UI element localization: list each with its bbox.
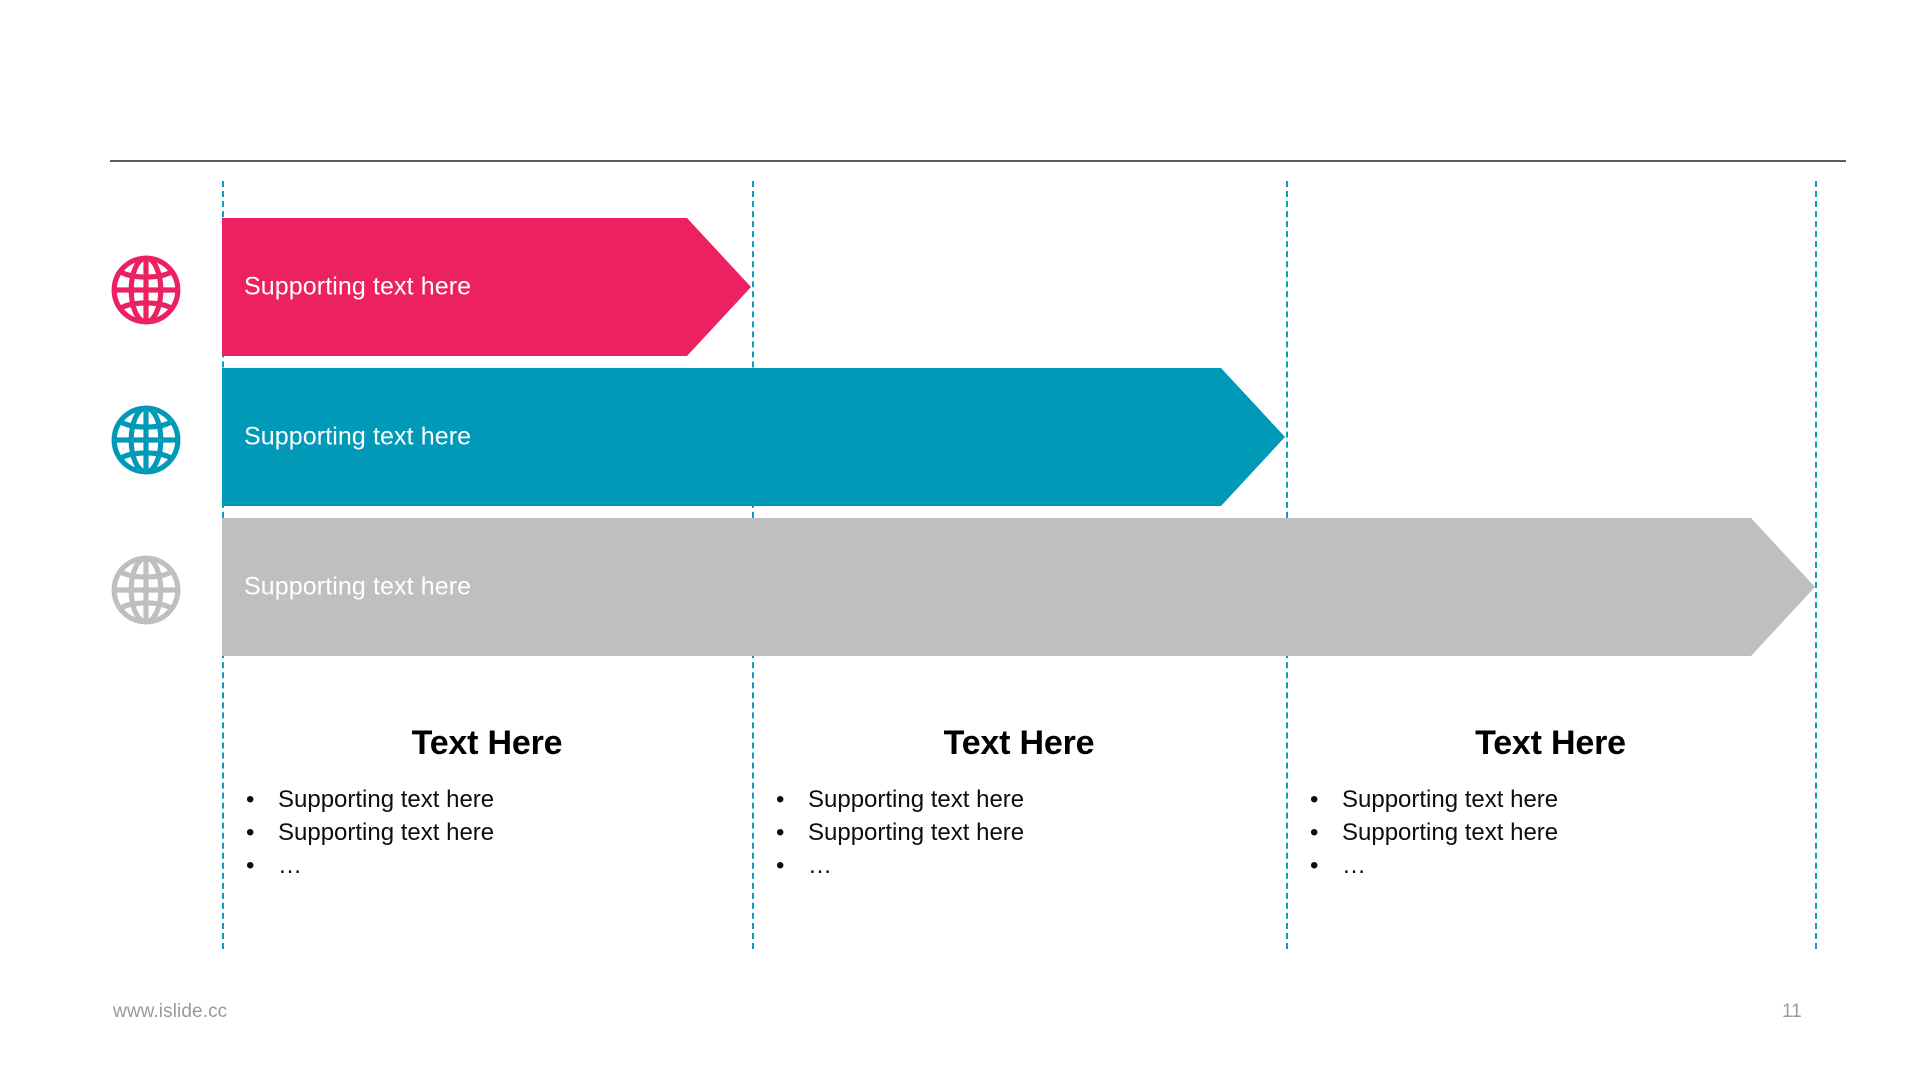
arrow-bar-1-label: Supporting text here xyxy=(244,272,472,301)
header-divider xyxy=(110,160,1846,162)
list-item-label: Supporting text here xyxy=(808,819,1025,847)
list-item: • Supporting text here xyxy=(752,817,1286,850)
column-1: Text Here • Supporting text here • Support… xyxy=(222,724,752,883)
list-item-label: Supporting text here xyxy=(278,819,495,847)
bullet-dot: • xyxy=(246,852,255,880)
bullet-dot: • xyxy=(1310,819,1319,847)
footer-url[interactable]: www.islide.cc xyxy=(113,1001,228,1022)
arrow-bar-3-label: Supporting text here xyxy=(244,572,472,601)
list-item-label: … xyxy=(1342,852,1366,880)
globe-icon xyxy=(109,253,183,327)
column-2-title: Text Here xyxy=(943,724,1095,762)
arrow-bar-2-label: Supporting text here xyxy=(244,422,472,451)
list-item: •… xyxy=(222,850,752,883)
globe-icon xyxy=(109,553,183,627)
arrow-bar-2[interactable]: Supporting text here xyxy=(222,368,1285,506)
list-item: •… xyxy=(752,850,1286,883)
list-item-label: Supporting text here xyxy=(1342,786,1559,814)
globe-icon xyxy=(109,403,183,477)
column-3-title: Text Here xyxy=(1475,724,1626,762)
bullet-dot: • xyxy=(246,786,255,814)
column-1-title: Text Here xyxy=(411,724,563,762)
guide-line-4 xyxy=(1815,181,1817,949)
bullet-dot: • xyxy=(776,786,785,814)
bullet-dot: • xyxy=(246,819,255,847)
bullet-dot: • xyxy=(776,819,785,847)
list-item: •… xyxy=(1286,850,1815,883)
column-2: Text Here • Supporting text here • Support… xyxy=(752,724,1286,883)
list-item: • Supporting text here xyxy=(1286,784,1815,817)
arrow-bar-3[interactable]: Supporting text here xyxy=(222,518,1815,656)
list-item-label: Supporting text here xyxy=(808,786,1025,814)
list-item: • Supporting text here xyxy=(752,784,1286,817)
list-item-label: Supporting text here xyxy=(1342,819,1559,847)
arrow-bar-1[interactable]: Supporting text here xyxy=(222,218,751,356)
list-item-label: … xyxy=(808,852,832,880)
list-item-label: Supporting text here xyxy=(278,786,495,814)
page-number: 11 xyxy=(1782,1001,1802,1022)
list-item-label: … xyxy=(278,852,302,880)
list-item: • Supporting text here xyxy=(1286,817,1815,850)
column-2-bullets: • Supporting text here • Supporting text h… xyxy=(752,784,1286,883)
list-item: • Supporting text here xyxy=(222,784,752,817)
column-3-bullets: • Supporting text here • Supporting text h… xyxy=(1286,784,1815,883)
bullet-dot: • xyxy=(1310,852,1319,880)
bullet-dot: • xyxy=(1310,786,1319,814)
column-1-bullets: • Supporting text here • Supporting text h… xyxy=(222,784,752,883)
list-item: • Supporting text here xyxy=(222,817,752,850)
column-3: Text Here • Supporting text here • Support… xyxy=(1286,724,1815,883)
bullet-dot: • xyxy=(776,852,785,880)
